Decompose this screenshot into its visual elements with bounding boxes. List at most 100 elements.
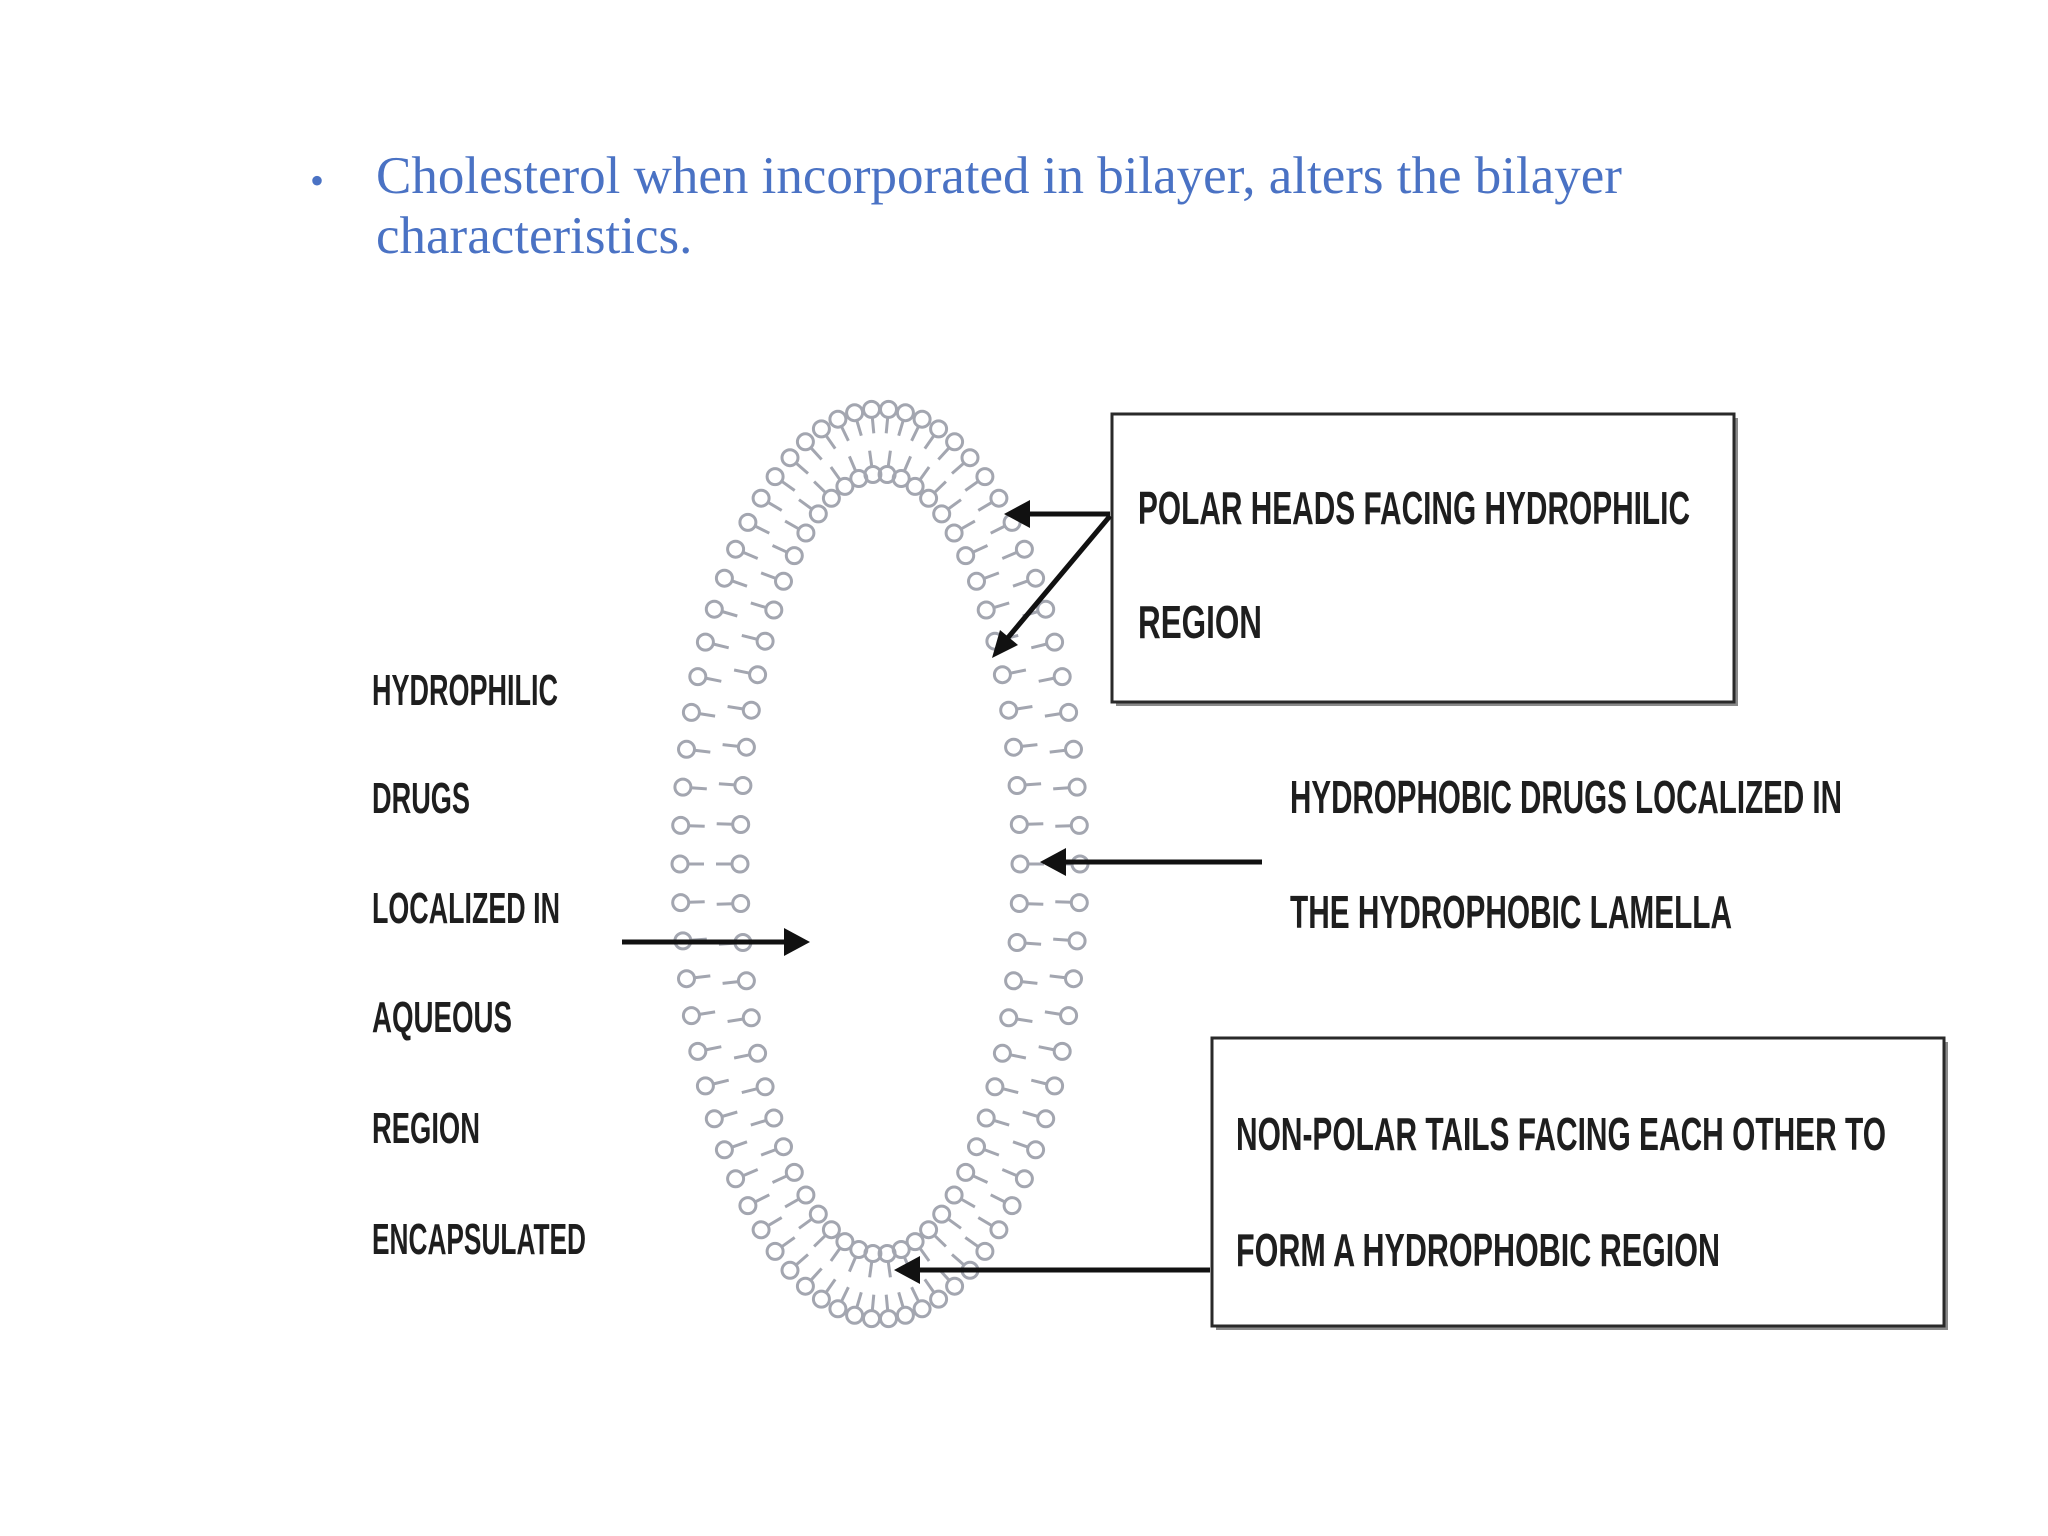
lipid-tail [716, 822, 733, 826]
lipid-head [929, 1289, 949, 1309]
lipid-head [714, 1140, 734, 1160]
lipid-head [671, 893, 691, 913]
lipid-head [989, 1220, 1009, 1240]
lipid-tail [1055, 900, 1072, 904]
lipid-head [989, 488, 1009, 508]
aqueous-region-arrow [622, 928, 810, 956]
lipid-tail [780, 1236, 796, 1249]
lipid-tail [951, 1253, 965, 1267]
lipid-head [956, 1162, 976, 1182]
lipid-head [879, 399, 898, 419]
lipid-head [944, 523, 964, 543]
lipid-head [774, 571, 793, 591]
lipid-tail [933, 1234, 947, 1248]
polar-heads-line: POLAR HEADS FACING HYDROPHILIC [1138, 482, 1690, 534]
polar-heads-arrows [992, 500, 1112, 658]
lipid-head [1007, 776, 1027, 795]
lipid-tail [760, 571, 777, 580]
lipid-head [1059, 1006, 1079, 1026]
lipid-head [726, 539, 746, 559]
lipid-head [1052, 667, 1072, 687]
lipid-head [845, 1305, 865, 1325]
lipid-head [932, 1204, 952, 1224]
lipid-tail [721, 610, 738, 618]
lipid-tail [1027, 902, 1044, 906]
lipid-head [1007, 933, 1027, 952]
lipid-tail [1030, 642, 1048, 650]
lipid-tail [694, 974, 711, 980]
lipid-tail [1024, 782, 1042, 787]
lipid-head [780, 1260, 800, 1280]
non-polar-tails-line: FORM A HYDROPHOBIC REGION [1236, 1224, 1720, 1276]
lipid-head [895, 1305, 915, 1325]
lipid-tail [897, 419, 905, 437]
lipid-head [905, 1232, 925, 1252]
lipid-head [1052, 1041, 1072, 1061]
lipid-head [695, 1076, 715, 1096]
lipid-tail [1044, 712, 1061, 718]
lipid-head [811, 419, 831, 439]
lipid-head [912, 409, 932, 429]
lipid-tail [870, 417, 876, 434]
lipid-tail [1024, 941, 1042, 946]
lipid-head [828, 409, 848, 429]
lipid-head [780, 448, 800, 468]
lipid-head [1002, 1196, 1022, 1216]
lipid-head [736, 971, 756, 991]
lipid-tail [868, 450, 874, 467]
lipid-tail [690, 786, 707, 791]
lipid-tail [1016, 1017, 1033, 1023]
lipid-head [1014, 539, 1034, 559]
lipid-tail [705, 676, 722, 683]
left-label-line: LOCALIZED IN [372, 884, 560, 933]
lipid-head [976, 1108, 996, 1128]
lipid-tail [694, 748, 711, 754]
lipid-tail [972, 1174, 989, 1184]
lipid-tail [741, 1087, 758, 1095]
lipid-tail [1053, 937, 1070, 942]
lipid-head [891, 469, 911, 488]
lipid-tail [977, 501, 993, 512]
lipid-tail [750, 601, 767, 610]
lipid-head [765, 467, 785, 487]
lipid-tail [809, 1267, 823, 1282]
lipid-tail [824, 1278, 837, 1294]
lipid-head [999, 1008, 1019, 1028]
lipid-tail [990, 1193, 1006, 1204]
lipid-tail [784, 1197, 800, 1209]
lipid-head [738, 1196, 758, 1216]
lipid-head [1036, 1109, 1056, 1129]
lipid-head [879, 1309, 898, 1329]
lipid-head [944, 1185, 964, 1205]
lipid-head [1014, 1169, 1034, 1189]
lipid-tail [1009, 668, 1027, 675]
lipid-tail [990, 524, 1006, 535]
lipid-tail [1016, 705, 1033, 711]
lipid-tail [964, 1236, 980, 1249]
lipid-tail [960, 1197, 976, 1209]
lipid-head [1069, 815, 1089, 835]
lipid-head [765, 1241, 785, 1261]
lipid-head [919, 1220, 939, 1240]
lipid-tail [712, 642, 730, 650]
lipid-tail [742, 1168, 759, 1178]
lipid-head [849, 1240, 869, 1259]
hydrophobic-lamella-arrow [1040, 848, 1262, 876]
lipid-tail [795, 1253, 809, 1267]
lipid-head [835, 476, 855, 496]
lipid-head [681, 1006, 701, 1026]
lipid-tail [870, 1294, 876, 1311]
lipid-tail [868, 1261, 874, 1278]
lipid-head [808, 1204, 828, 1224]
lipid-head [677, 739, 696, 759]
lipid-head [1010, 854, 1030, 874]
lipid-tail [705, 1045, 722, 1052]
hydrophobic-drugs-label: HYDROPHOBIC DRUGS LOCALIZED IN THE HYDRO… [1290, 771, 1842, 938]
lipid-head [695, 632, 715, 652]
lipid-head [975, 1241, 995, 1261]
lipid-head [1004, 737, 1024, 757]
lipid-head [726, 1169, 746, 1189]
lipid-tail [947, 498, 962, 511]
lipid-head [811, 1289, 831, 1309]
